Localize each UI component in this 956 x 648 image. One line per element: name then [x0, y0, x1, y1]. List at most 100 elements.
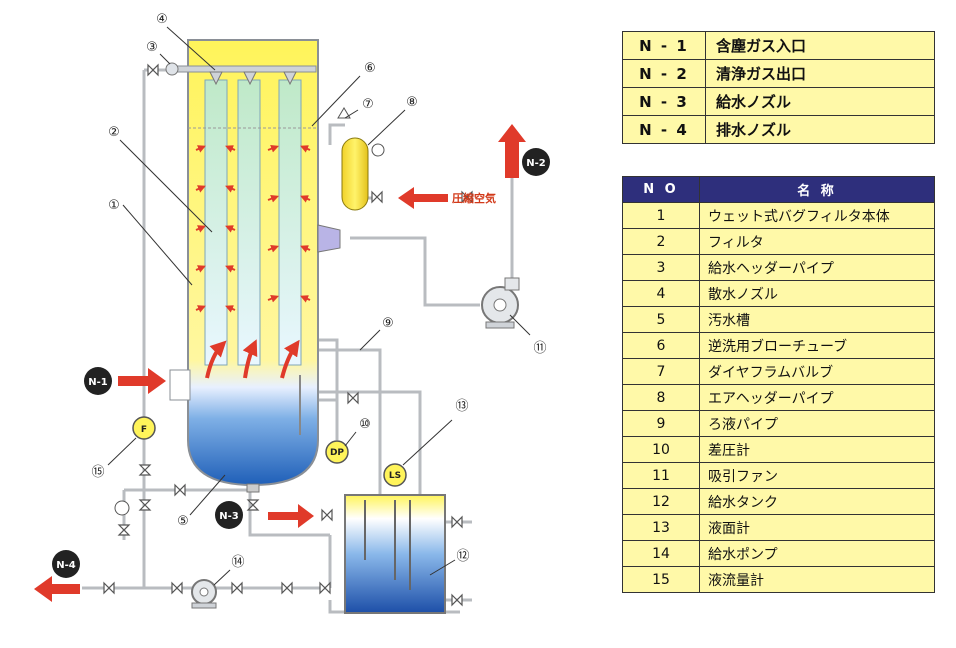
parts-header-name: 名 称: [699, 176, 935, 203]
filter-tube: [237, 79, 261, 366]
n3-badge: N-3: [219, 511, 239, 522]
callout-15: ⑮: [91, 465, 104, 480]
suction-fan: [481, 277, 520, 329]
part-name: 汚水槽: [699, 306, 935, 333]
callout-9: ⑨: [382, 316, 394, 331]
callout-12: ⑫: [456, 549, 469, 564]
flow-meter-letter: F: [141, 425, 147, 435]
callout-8: ⑧: [406, 95, 418, 110]
callout-5: ⑤: [177, 514, 189, 529]
spray-nozzle: [283, 71, 297, 86]
water-supply-arrow: [268, 504, 314, 528]
callout-6: ⑥: [364, 61, 376, 76]
part-name: 給水ヘッダーパイプ: [699, 254, 935, 281]
callout-10: ⑩: [359, 417, 371, 432]
callout-4: ④: [156, 12, 168, 27]
nozzle-code: N - 1: [622, 31, 706, 60]
part-name: ろ液パイプ: [699, 410, 935, 437]
filter-vessel: [165, 39, 341, 493]
nozzle-name: 清浄ガス出口: [705, 59, 935, 88]
part-number: 12: [622, 488, 700, 515]
nozzle-name: 含塵ガス入口: [705, 31, 935, 60]
water-pump: [191, 579, 217, 609]
callout-leaders: [107, 26, 531, 586]
callout-7: ⑦: [362, 97, 374, 112]
part-number: 11: [622, 462, 700, 489]
air-header-pipe: [337, 107, 385, 211]
part-number: 1: [622, 202, 700, 229]
drain-arrow: [34, 576, 80, 602]
part-name: ウェット式バグフィルタ本体: [699, 202, 935, 229]
nozzle-code: N - 4: [622, 115, 706, 144]
part-name: 差圧計: [699, 436, 935, 463]
part-number: 4: [622, 280, 700, 307]
callout-11: ⑪: [533, 341, 546, 356]
filter-tube: [278, 79, 302, 366]
dp-gauge: [325, 440, 349, 464]
part-number: 6: [622, 332, 700, 359]
spray-nozzle: [209, 71, 223, 86]
water-tank: [344, 494, 446, 614]
part-number: 3: [622, 254, 700, 281]
part-name: 給水ポンプ: [699, 540, 935, 567]
level-switch-letter: LS: [389, 471, 401, 481]
valves: [103, 63, 473, 607]
part-name: エアヘッダーパイプ: [699, 384, 935, 411]
filter-tube: [204, 79, 228, 366]
compressed-air-label: 圧縮空気: [452, 191, 496, 205]
pressure-gauge-icon: [114, 500, 130, 516]
compressed-air-arrow: [398, 187, 448, 209]
part-number: 8: [622, 384, 700, 411]
part-number: 13: [622, 514, 700, 541]
diaphragm-valve: [337, 107, 351, 119]
part-number: 9: [622, 410, 700, 437]
callout-1: ①: [108, 198, 120, 213]
part-name: 給水タンク: [699, 488, 935, 515]
wet-bag-filter-diagram: 圧縮空気 N-1 N-2 N-3 N-4 F DP LS ① ②: [34, 12, 550, 614]
part-name: 吸引ファン: [699, 462, 935, 489]
part-number: 7: [622, 358, 700, 385]
dp-gauge-letter: DP: [330, 448, 344, 458]
callout-13: ⑬: [455, 399, 468, 414]
callout-2: ②: [108, 125, 120, 140]
gas-outlet-arrow: [498, 124, 526, 178]
part-number: 5: [622, 306, 700, 333]
callout-3: ③: [146, 40, 158, 55]
nozzle-name: 排水ノズル: [705, 115, 935, 144]
part-number: 2: [622, 228, 700, 255]
parts-header-row: N O 名 称: [622, 176, 935, 203]
spray-nozzle: [243, 71, 257, 86]
part-name: 逆洗用ブローチューブ: [699, 332, 935, 359]
level-switch-gauge: [383, 463, 407, 487]
part-name: フィルタ: [699, 228, 935, 255]
parts-header-no: N O: [622, 176, 700, 203]
n2-badge: N-2: [526, 158, 546, 169]
gas-inlet-arrow: [118, 368, 166, 394]
part-name: 散水ノズル: [699, 280, 935, 307]
callout-14: ⑭: [231, 555, 244, 570]
flow-meter-gauge: [132, 416, 156, 440]
part-name: 液流量計: [699, 566, 935, 593]
